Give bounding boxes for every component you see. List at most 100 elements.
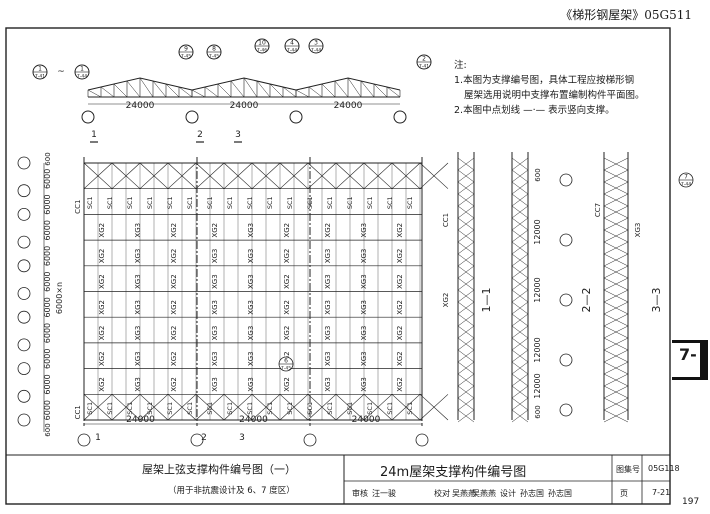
- member-label: XG3: [211, 249, 219, 264]
- grid-axis-bubble: [559, 293, 573, 307]
- member-label: SC1: [266, 402, 274, 415]
- member-label: XG2: [396, 351, 404, 366]
- section-brace: [603, 361, 629, 375]
- section-dimension: 12000: [533, 219, 542, 244]
- section-brace: [511, 157, 529, 171]
- x-brace: [195, 162, 225, 189]
- section-brace: [457, 265, 475, 279]
- member-label: XG3: [247, 223, 255, 238]
- section-mark: 3: [235, 130, 241, 140]
- member-label: XG2: [396, 249, 404, 264]
- grid-axis-bubble: [17, 310, 31, 324]
- section-brace: [457, 373, 475, 387]
- truss-callout: 27-41: [416, 54, 432, 70]
- member-label: SC1: [246, 196, 254, 209]
- member-label: XG2: [170, 274, 178, 289]
- section-brace: [457, 409, 475, 423]
- member-label: SC1: [126, 402, 134, 415]
- member-label: XG2: [170, 223, 178, 238]
- member-label: XG3: [360, 223, 368, 238]
- member-label: SC1: [366, 196, 374, 209]
- row-dimension: 6000: [43, 246, 52, 266]
- member-label: XG3: [324, 249, 332, 264]
- notes-heading: 注:: [454, 60, 467, 71]
- section-brace: [457, 301, 475, 315]
- section-brace: [603, 337, 629, 351]
- member-label: XG2: [396, 300, 404, 315]
- section-mark: 1: [91, 130, 97, 140]
- section-brace: [511, 253, 529, 267]
- row-dimension: 600: [44, 152, 52, 165]
- member-label: SC1: [86, 402, 94, 415]
- callout-number: 1: [80, 66, 84, 73]
- section-brace: [603, 181, 629, 195]
- chapter-tab: 7-: [679, 345, 697, 364]
- section-brace: [603, 349, 629, 363]
- truss-web: [321, 83, 336, 98]
- member-label: XG2: [283, 326, 291, 341]
- grid-axis-bubble: [17, 235, 31, 249]
- member-label: SC1: [406, 196, 414, 209]
- truss-web: [243, 77, 258, 98]
- member-label: SC1: [306, 402, 314, 415]
- callout-range-tilde: ~: [57, 67, 65, 77]
- section-brace: [457, 289, 475, 303]
- grid-axis-bubble: [17, 156, 31, 170]
- section-brace: [603, 205, 629, 219]
- truss-web: [360, 80, 375, 98]
- callout-sheet: 7-45: [209, 54, 219, 60]
- span-dimension: 24000: [126, 101, 155, 111]
- grid-axis-bubble: [185, 110, 199, 124]
- member-label: SC1: [386, 196, 394, 209]
- member-label: XG3: [211, 300, 219, 315]
- member-label: SC1: [266, 196, 274, 209]
- member-label: XG3: [247, 300, 255, 315]
- member-label: SC1: [86, 196, 94, 209]
- row-dimension: 600: [44, 423, 52, 436]
- section-dimension: 12000: [533, 277, 542, 302]
- section-brace: [511, 409, 529, 423]
- section-brace: [603, 253, 629, 267]
- section-brace: [603, 301, 629, 315]
- section-brace: [603, 217, 629, 231]
- truss-web: [113, 83, 128, 98]
- x-brace: [223, 394, 253, 421]
- callout-number: 1: [38, 66, 42, 73]
- member-label: XG2: [98, 274, 106, 289]
- member-label: XG3: [134, 249, 142, 264]
- member-label: CC7: [594, 203, 602, 217]
- title-block-cell: 孙志国: [520, 489, 544, 498]
- callout-sheet: 7-41: [35, 74, 45, 80]
- member-label: SC1: [106, 196, 114, 209]
- x-brace: [279, 394, 309, 421]
- truss-web: [230, 80, 245, 98]
- x-brace: [111, 394, 141, 421]
- section-brace: [603, 193, 629, 207]
- section-brace: [511, 265, 529, 279]
- x-brace: [279, 162, 309, 189]
- member-label: XG3: [134, 274, 142, 289]
- member-label: XG2: [396, 326, 404, 341]
- member-label: XG2: [442, 293, 450, 308]
- callout-sheet: 7-45: [181, 54, 191, 60]
- member-label: SC1: [106, 402, 114, 415]
- truss-callout: 17-44: [74, 64, 90, 80]
- member-label: XG2: [396, 377, 404, 392]
- member-label: XG3: [211, 351, 219, 366]
- total-dimension: 6000×n: [55, 282, 64, 314]
- member-label: XG3: [247, 326, 255, 341]
- member-label: SC1: [366, 402, 374, 415]
- section-brace: [457, 313, 475, 327]
- callout-sheet: 7-41: [419, 64, 429, 70]
- section-brace: [511, 289, 529, 303]
- row-dimension: 6000: [43, 169, 52, 189]
- member-label: XG2: [283, 300, 291, 315]
- note-line-1: 1.本图为支撑编号图，具体工程应按梯形钢: [454, 75, 635, 86]
- member-label: XG2: [98, 326, 106, 341]
- truss-web: [165, 83, 180, 98]
- member-label: XG3: [360, 351, 368, 366]
- section-brace: [511, 361, 529, 375]
- grid-axis-bubble: [393, 110, 407, 124]
- truss-web: [308, 86, 323, 98]
- truss-callout: 97-45: [178, 44, 194, 60]
